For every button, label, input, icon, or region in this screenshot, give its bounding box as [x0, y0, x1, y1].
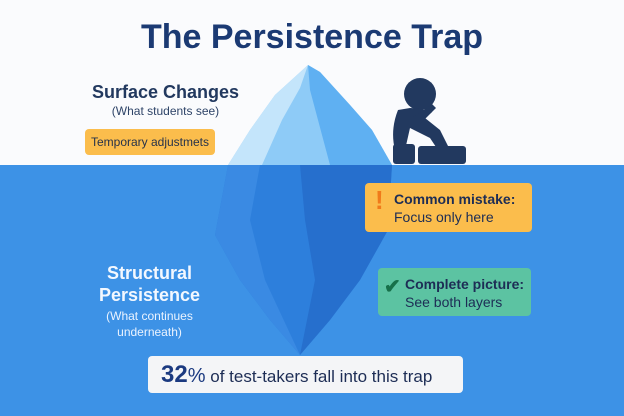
iceberg-tip	[228, 65, 392, 165]
complete-text: See both layers	[405, 294, 503, 310]
statistic-banner: 32% of test-takers fall into this trap	[148, 356, 463, 393]
stat-value: 32	[161, 361, 188, 388]
structural-heading: Structural Persistence	[92, 262, 207, 306]
structural-heading-line1: Structural	[106, 263, 193, 283]
complete-picture-callout: ✔ Complete picture: See both layers	[378, 268, 531, 316]
page-title: The Persistence Trap	[140, 18, 484, 56]
structural-sub-line1: (What continues	[106, 309, 193, 323]
mistake-text: Focus only here	[394, 209, 494, 225]
stat-unit: %	[187, 365, 206, 387]
mistake-title: Common mistake:	[394, 191, 516, 207]
surface-tag: Temporary adjustmets	[85, 129, 215, 155]
structural-heading-line2: Persistence	[98, 285, 201, 305]
exclamation-icon: !	[375, 185, 384, 215]
surface-subheading: (What students see)	[111, 104, 220, 118]
thinking-person-icon	[393, 78, 466, 164]
stat-text: of test-takers fall into this trap	[210, 367, 433, 386]
structural-subheading: (What continues underneath)	[92, 308, 207, 340]
complete-title: Complete picture:	[405, 276, 525, 292]
structural-sub-line2: underneath)	[117, 325, 182, 339]
checkmark-icon: ✔	[384, 276, 401, 298]
common-mistake-callout: ! Common mistake: Focus only here	[365, 183, 532, 232]
surface-heading: Surface Changes	[91, 82, 240, 102]
